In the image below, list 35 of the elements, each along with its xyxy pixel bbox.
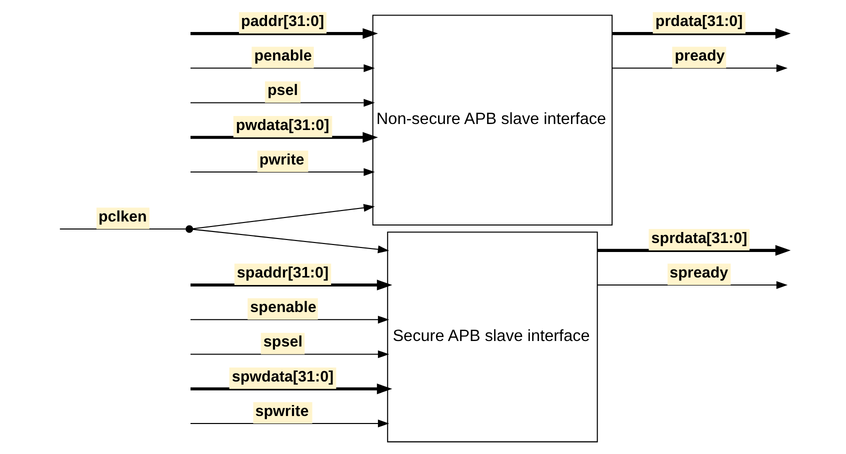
arrow bbox=[190, 64, 375, 72]
arrow bbox=[612, 28, 791, 39]
edge-label: spaddr[31:0] bbox=[236, 264, 329, 282]
edge-label: pclken bbox=[98, 208, 147, 226]
edge-label: spready bbox=[670, 264, 728, 282]
edge-label: sprdata[31:0] bbox=[651, 230, 748, 247]
arrow bbox=[190, 132, 378, 143]
arrow bbox=[192, 204, 375, 230]
edge-label: pready bbox=[674, 48, 725, 65]
edge-label: spwdata[31:0] bbox=[232, 368, 334, 386]
node-box: Secure APB slave interface bbox=[387, 232, 598, 442]
edge-label: pwdata[31:0] bbox=[236, 116, 330, 134]
edge-label: paddr[31:0] bbox=[241, 12, 324, 30]
arrow bbox=[190, 28, 378, 39]
arrow bbox=[190, 316, 390, 324]
arrow bbox=[190, 98, 375, 107]
arrow bbox=[190, 280, 392, 290]
node-circle bbox=[186, 225, 194, 233]
node-box: Non-secure APB slave interface bbox=[372, 14, 613, 226]
arrow bbox=[612, 64, 788, 72]
edge-label: penable bbox=[254, 48, 312, 65]
edge-label: prdata[31:0] bbox=[655, 12, 743, 30]
edge-label: psel bbox=[267, 82, 298, 100]
arrow bbox=[597, 281, 788, 289]
edge-label: spwrite bbox=[255, 402, 309, 420]
arrow bbox=[190, 420, 390, 428]
arrow bbox=[190, 384, 392, 394]
arrow bbox=[192, 228, 390, 254]
edge-label: spsel bbox=[263, 334, 302, 351]
arrow bbox=[597, 245, 791, 256]
arrow bbox=[190, 168, 375, 176]
edge-label: pwrite bbox=[259, 151, 304, 168]
edge-label: spenable bbox=[250, 299, 316, 316]
arrow bbox=[190, 350, 390, 358]
connector bbox=[60, 228, 186, 230]
